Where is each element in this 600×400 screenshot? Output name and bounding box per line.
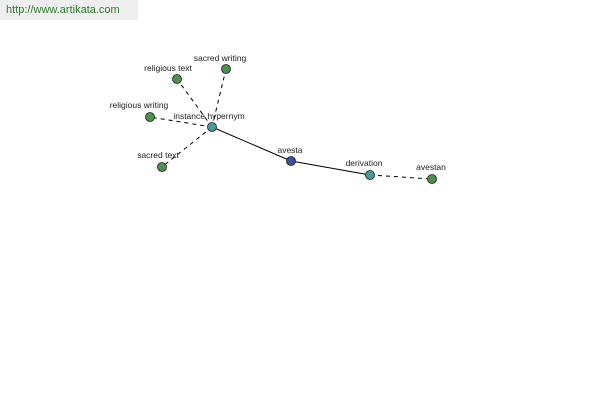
node-sacred-writing[interactable] — [221, 64, 231, 74]
node-religious-text[interactable] — [172, 74, 182, 84]
node-avestan[interactable] — [427, 174, 437, 184]
edge-avesta-instance-hypernym — [211, 126, 292, 162]
node-instance-hypernym[interactable] — [207, 122, 217, 132]
node-label-derivation: derivation — [346, 158, 383, 168]
node-label-sacred-writing: sacred writing — [194, 53, 247, 63]
node-label-instance-hypernym: instance hypernym — [173, 111, 244, 121]
edge-derivation-avestan — [369, 174, 433, 180]
edge-instance-hypernym-religious-text — [176, 78, 213, 128]
graph-edges — [149, 68, 433, 180]
node-avesta[interactable] — [286, 156, 296, 166]
graph-nodes — [145, 64, 437, 184]
edge-instance-hypernym-sacred-writing — [211, 68, 227, 128]
node-sacred-text[interactable] — [157, 162, 167, 172]
node-derivation[interactable] — [365, 170, 375, 180]
edge-instance-hypernym-religious-writing — [149, 116, 213, 128]
node-label-avesta: avesta — [277, 145, 302, 155]
edge-avesta-derivation — [290, 160, 371, 176]
node-religious-writing[interactable] — [145, 112, 155, 122]
graph-labels: avesta instance hypernym derivation religio… — [110, 53, 446, 172]
node-label-sacred-text: sacred text — [137, 150, 179, 160]
edge-instance-hypernym-sacred-text — [161, 126, 213, 168]
node-label-avestan: avestan — [416, 162, 446, 172]
node-label-religious-text: religious text — [144, 63, 192, 73]
site-url-watermark: http://www.artikata.com — [0, 0, 138, 20]
node-label-religious-writing: religious writing — [110, 100, 169, 110]
